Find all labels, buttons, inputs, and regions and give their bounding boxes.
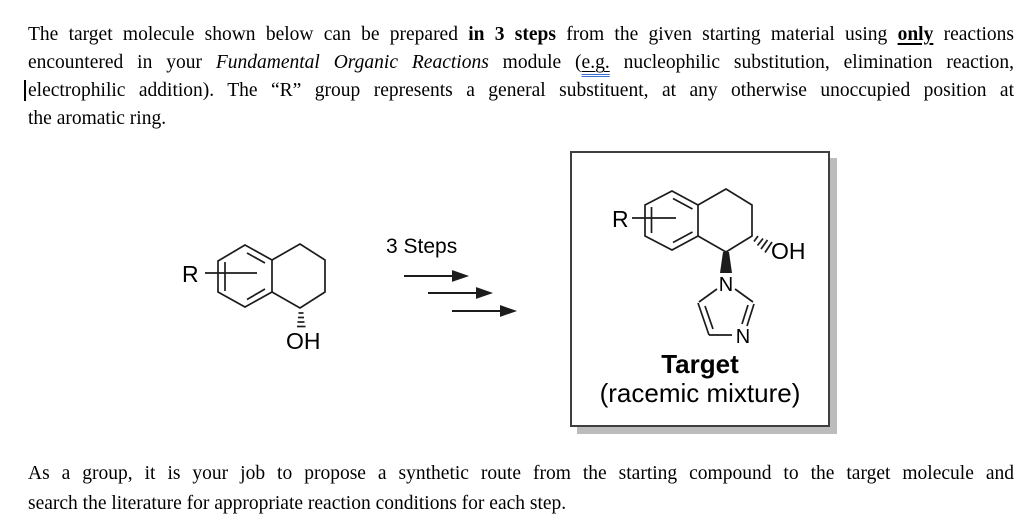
grammar-check-underline: e.g. [582,52,610,73]
aromatic-inner-bond [246,288,266,301]
task-line-2: search the literature for appropriate re… [28,489,1014,519]
text-run: electrophilic addition). The “R” group r… [28,80,1014,101]
text-cursor [24,80,26,101]
text-run: from the given starting material using [555,24,898,45]
text-run: search the literature for appropriate re… [28,493,567,514]
arrowhead-icon [500,305,518,317]
intro-line-1: The target molecule shown below can be p… [28,21,1014,49]
cyclohexane-ring [271,243,326,309]
intro-line-2: encountered in your Fundamental Organic … [28,49,1014,77]
r-group-label: R [182,261,199,287]
task-line-1: As a group, it is your job to propose a … [28,459,1014,489]
intro-line-3: electrophilic addition). The “R” group r… [24,77,1014,105]
target-box: Target (racemic mixture) [570,151,830,427]
text-run: encountered in your [28,52,216,73]
text-run: nucleophilic substitution, elimination r… [609,52,1015,73]
text-run: As a group, it is your job to propose a … [28,463,1014,484]
aromatic-ring [217,244,273,308]
starting-material-structure: R OH [182,243,326,354]
hydroxyl-label: OH [286,328,321,354]
steps-label: 3 Steps [386,235,457,258]
hashed-wedge-bond [297,312,306,328]
aromatic-inner-bond [246,252,266,264]
target-subtitle: (racemic mixture) [599,378,801,408]
text-run: The target molecule shown below can be p… [28,24,469,45]
intro-line-4: the aromatic ring. [28,105,1014,133]
arrowhead-icon [476,287,494,299]
intro-paragraph[interactable]: The target molecule shown below can be p… [24,21,1014,133]
text-run-bold-underline: only [897,24,934,45]
text-run: reactions [933,24,1014,45]
text-run: the aromatic ring. [28,108,167,129]
reaction-steps: 3 Steps [386,235,518,317]
text-run-italic: Fundamental Organic Reactions [215,52,489,73]
text-run-underline: e.g. [581,52,610,73]
arrowhead-icon [452,270,470,282]
text-run: module ( [488,52,582,73]
task-paragraph[interactable]: As a group, it is your job to propose a … [28,459,1014,519]
text-run-bold: in 3 steps [468,24,556,45]
target-title: Target [661,349,739,379]
